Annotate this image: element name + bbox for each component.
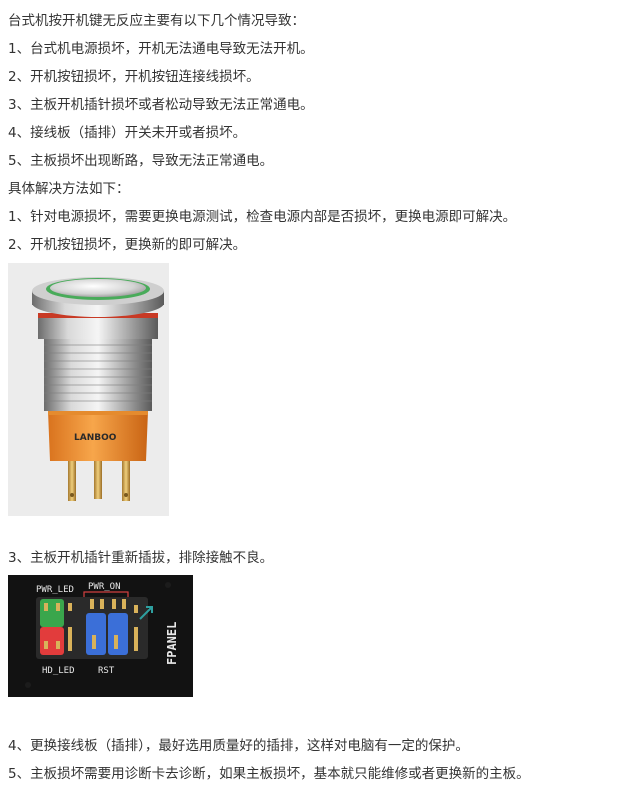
cause-item: 4、接线板（插排）开关未开或者损坏。: [8, 125, 247, 141]
switch-brand-label: LANBOO: [74, 433, 117, 443]
push-button-switch-photo: LANBOO: [8, 263, 169, 516]
cause-item: 3、主板开机插针损坏或者松动导致无法正常通电。: [8, 97, 314, 113]
cause-item: 5、主板损坏出现断路，导致无法正常通电。: [8, 153, 274, 169]
header-illustration: PWR_LED PWR_ON: [8, 575, 193, 697]
solution-item: 3、主板开机插针重新插拔，排除接触不良。: [8, 550, 274, 566]
cause-item: 2、开机按钮损坏，开机按钮连接线损坏。: [8, 69, 260, 85]
intro-text: 台式机按开机键无反应主要有以下几个情况导致：: [8, 13, 305, 29]
solution-item: 5、主板损坏需要用诊断卡去诊断，如果主板损坏，基本就只能维修或者更换新的主板。: [8, 766, 530, 782]
pwr-on-label: PWR_ON: [88, 582, 121, 592]
fpanel-label: FPANEL: [165, 622, 179, 665]
solution-item: 2、开机按钮损坏，更换新的即可解决。: [8, 237, 247, 253]
article: 台式机按开机键无反应主要有以下几个情况导致： 1、台式机电源损坏，开机无法通电导…: [8, 0, 624, 788]
rst-label: RST: [98, 666, 115, 676]
pwr-led-label: PWR_LED: [36, 585, 74, 595]
front-panel-header-photo: PWR_LED PWR_ON: [8, 575, 193, 697]
solution-item: 4、更换接线板（插排），最好选用质量好的插排，这样对电脑有一定的保护。: [8, 738, 469, 754]
solution-item: 1、针对电源损坏，需要更换电源测试，检查电源内部是否损坏，更换电源即可解决。: [8, 209, 517, 225]
switch-illustration: LANBOO: [8, 263, 169, 516]
hd-led-label: HD_LED: [42, 666, 75, 676]
cause-item: 1、台式机电源损坏，开机无法通电导致无法开机。: [8, 41, 314, 57]
solutions-heading: 具体解决方法如下：: [8, 181, 130, 197]
